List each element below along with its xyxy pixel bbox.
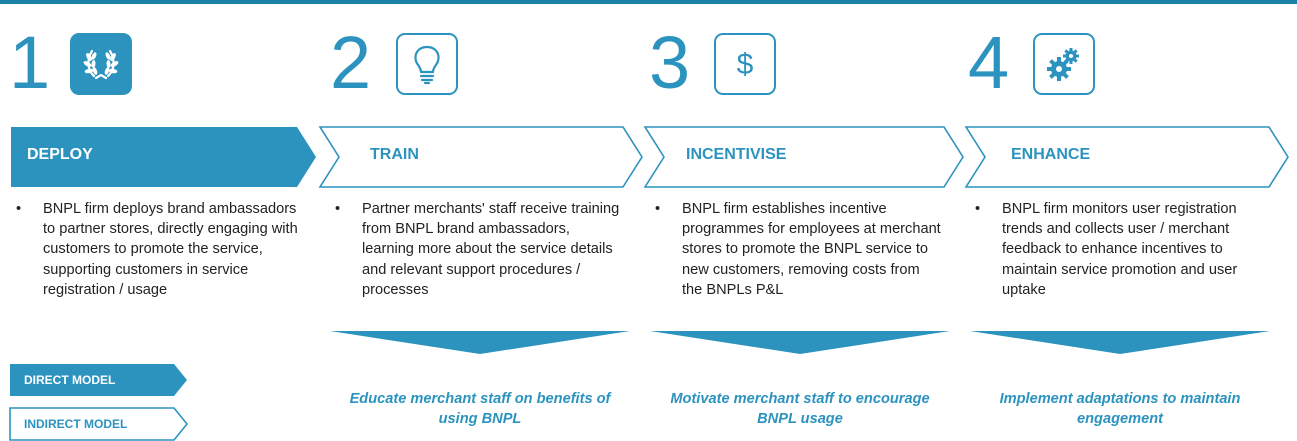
wedge-enhance	[970, 331, 1270, 354]
chevron-deploy	[11, 127, 316, 187]
step-1-description-text: BNPL firm deploys brand ambassadors to p…	[43, 201, 298, 298]
step-1-number: 1	[9, 21, 51, 104]
wedge-train	[330, 331, 630, 354]
step-2-title: TRAIN	[370, 146, 419, 163]
step-1-title: DEPLOY	[27, 146, 93, 163]
chevron-train	[318, 126, 643, 188]
svg-text:$: $	[737, 48, 754, 81]
laurel-wreath-icon	[70, 33, 132, 95]
bullet-marker: •	[335, 201, 341, 217]
step-4-title: ENHANCE	[1011, 146, 1091, 163]
bullet-marker: •	[975, 201, 981, 217]
step-4-takeaway: Implement adaptations to maintain engage…	[999, 391, 1241, 427]
step-2-takeaway: Educate merchant staff on benefits of us…	[349, 391, 611, 427]
step-3-number: 3	[649, 21, 691, 104]
step-2-description-text: Partner merchants' staff receive trainin…	[362, 201, 620, 298]
bullet-marker: •	[16, 201, 22, 217]
step-3-title: INCENTIVISE	[686, 146, 787, 163]
step-4-description-text: BNPL firm monitors user registration tre…	[1002, 201, 1238, 298]
step-2-number: 2	[330, 21, 372, 104]
direct-model-tag	[10, 364, 187, 396]
chevron-incentivise	[643, 126, 964, 188]
step-3-description-text: BNPL firm establishes incentive programm…	[682, 201, 941, 298]
indirect-model-tag	[9, 407, 189, 441]
chevron-enhance	[964, 126, 1289, 188]
gears-icon	[1033, 33, 1095, 95]
top-rule	[0, 0, 1297, 4]
step-4-number: 4	[968, 21, 1010, 104]
wedge-incentivise	[650, 331, 950, 354]
dollar-icon: $	[714, 33, 776, 95]
indirect-model-label: INDIRECT MODEL	[24, 417, 128, 431]
direct-model-label: DIRECT MODEL	[24, 373, 116, 387]
step-3-takeaway: Motivate merchant staff to encourage BNP…	[670, 391, 930, 427]
lightbulb-icon	[396, 33, 458, 95]
bullet-marker: •	[655, 201, 661, 217]
